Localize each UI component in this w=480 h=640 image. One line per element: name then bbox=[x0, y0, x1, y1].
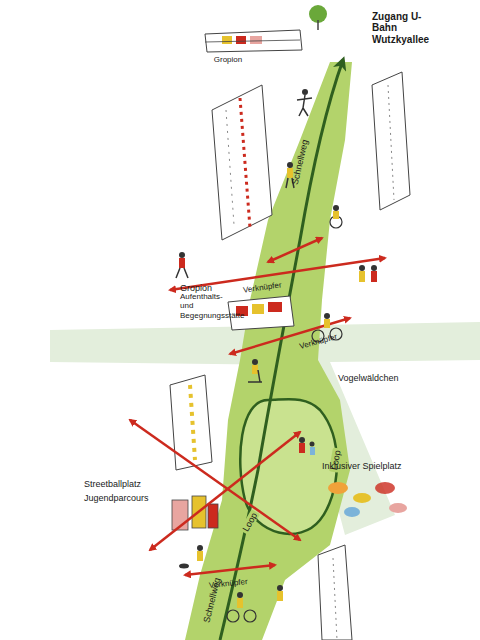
head bbox=[371, 265, 377, 271]
legs bbox=[176, 268, 188, 278]
map-label: Aufenthalts- und Begegnungsstätte bbox=[180, 292, 234, 320]
body bbox=[297, 95, 312, 116]
head bbox=[252, 359, 258, 365]
link-arrow bbox=[268, 238, 322, 262]
facade-marks bbox=[240, 98, 250, 228]
play-element bbox=[353, 493, 371, 503]
roof-block bbox=[252, 304, 264, 314]
head bbox=[179, 252, 185, 258]
building-sketch bbox=[212, 85, 272, 240]
body bbox=[359, 271, 365, 282]
head bbox=[310, 442, 315, 447]
building-sketch bbox=[228, 296, 294, 330]
head bbox=[333, 205, 339, 211]
map-label: Vogelwäldchen bbox=[338, 373, 399, 383]
person-figure bbox=[297, 89, 312, 116]
facade-marks bbox=[388, 85, 394, 200]
building-outline bbox=[170, 375, 212, 470]
head bbox=[359, 265, 365, 271]
dog-walker bbox=[179, 545, 203, 569]
person-figure bbox=[176, 252, 188, 278]
person-figure bbox=[277, 585, 283, 601]
building-sketch bbox=[372, 72, 410, 210]
green-path-band bbox=[185, 62, 352, 640]
scooter bbox=[248, 370, 262, 382]
link-arrow bbox=[150, 432, 300, 550]
head bbox=[287, 162, 293, 168]
link-arrow bbox=[130, 420, 300, 540]
building-outline bbox=[205, 30, 302, 52]
window bbox=[222, 36, 232, 44]
head bbox=[324, 313, 330, 319]
head bbox=[302, 89, 308, 95]
map-label: Streetballplatz bbox=[84, 479, 141, 489]
wheelchair-figure bbox=[330, 205, 342, 228]
map-label: Zugang U-Bahn Wutzkyallee bbox=[372, 11, 438, 46]
dog bbox=[179, 564, 189, 569]
scooter-figure bbox=[248, 359, 262, 382]
body bbox=[310, 447, 315, 455]
pale-ground bbox=[50, 330, 235, 362]
body bbox=[237, 598, 243, 608]
facade-marks bbox=[190, 385, 195, 460]
head bbox=[237, 592, 243, 598]
building-outline bbox=[228, 296, 294, 330]
building-sketch bbox=[205, 30, 302, 52]
facade-marks bbox=[226, 110, 234, 225]
person-figure bbox=[227, 592, 256, 622]
map-label: Gropion bbox=[180, 283, 212, 293]
body bbox=[277, 591, 283, 601]
roof-block bbox=[236, 306, 248, 316]
structure bbox=[208, 504, 218, 528]
body bbox=[371, 271, 377, 282]
building-outline bbox=[318, 545, 352, 640]
building-outline bbox=[212, 85, 272, 240]
person-figure bbox=[359, 265, 377, 282]
building-sketch bbox=[318, 545, 352, 640]
map-label: Inklusiver Spielplatz bbox=[322, 461, 402, 471]
roof-block bbox=[268, 302, 282, 312]
body bbox=[333, 211, 339, 219]
body bbox=[197, 551, 203, 561]
map-label: Gropion bbox=[214, 55, 242, 64]
map-label: Jugendparcours bbox=[84, 493, 149, 503]
link-arrow bbox=[185, 565, 275, 575]
play-element bbox=[328, 482, 348, 494]
body bbox=[324, 319, 330, 328]
tree-trunk bbox=[317, 20, 319, 30]
play-element bbox=[375, 482, 395, 494]
body bbox=[252, 365, 258, 374]
link-arrow bbox=[230, 318, 350, 354]
window bbox=[236, 36, 246, 44]
head bbox=[299, 437, 305, 443]
facade-marks bbox=[333, 558, 337, 640]
head bbox=[277, 585, 283, 591]
wheel bbox=[244, 610, 256, 622]
person-figure bbox=[299, 437, 315, 455]
play-element bbox=[344, 507, 360, 517]
play-element bbox=[389, 503, 407, 513]
body bbox=[179, 258, 185, 268]
window bbox=[250, 36, 262, 44]
building-line bbox=[205, 40, 300, 42]
building-outline bbox=[372, 72, 410, 210]
wheel bbox=[227, 610, 239, 622]
building-sketch bbox=[170, 375, 212, 470]
body bbox=[299, 443, 305, 453]
head bbox=[197, 545, 203, 551]
